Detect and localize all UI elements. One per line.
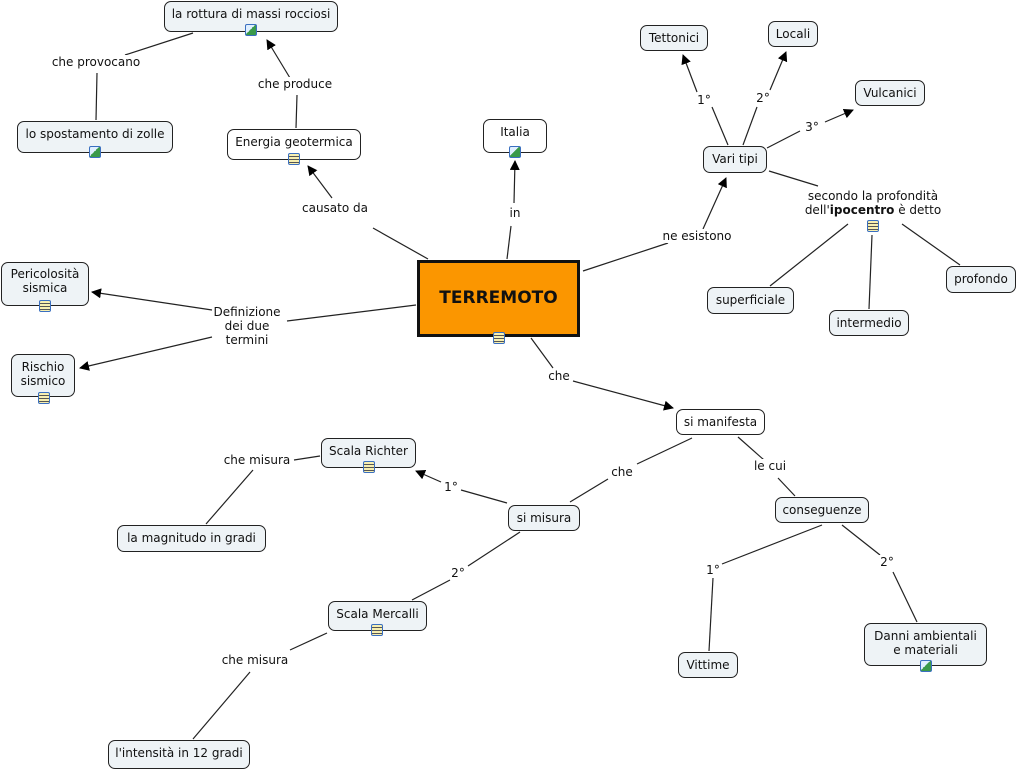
node-label: Italia [500,125,530,139]
node-superficiale[interactable]: superficiale [707,287,794,314]
node-si-misura[interactable]: si misura [508,505,580,531]
node-vari-tipi[interactable]: Vari tipi [703,146,767,173]
node-label: sismico [20,374,66,388]
link-label-line: dell'ipocentro è detto [805,203,941,217]
node-label: e materiali [893,643,958,657]
node-conseguenze[interactable]: conseguenze [775,497,869,523]
node-label: Locali [775,27,811,41]
document-icon[interactable] [363,461,375,473]
node-vulcanici[interactable]: Vulcanici [855,80,925,106]
node-label: si misura [516,511,572,525]
node-tettonici[interactable]: Tettonici [640,25,708,51]
node-terremoto[interactable]: TERREMOTO [417,260,580,337]
link-label: 1° [443,480,459,494]
node-label: Vittime [686,658,730,672]
text: è detto [894,203,942,217]
node-profondo[interactable]: profondo [946,266,1016,293]
node-label: Scala Richter [329,444,408,458]
node-label: la rottura di massi rocciosi [171,7,331,21]
link-label: ne esistono [661,229,733,243]
document-icon[interactable] [288,153,300,165]
node-label: TERREMOTO [439,288,558,308]
node-label: Pericolosità [10,267,80,281]
node-label: Energia geotermica [235,135,353,149]
document-icon[interactable] [38,392,50,404]
link-label: 3° [804,120,820,134]
link-label: 2° [879,555,895,569]
node-vittime[interactable]: Vittime [678,652,738,678]
node-intensita[interactable]: l'intensità in 12 gradi [108,740,250,769]
image-icon[interactable] [245,24,257,36]
image-icon[interactable] [509,146,521,158]
node-si-manifesta[interactable]: si manifesta [676,409,765,435]
link-label-line: Definizione [213,305,281,319]
bold-text: ipocentro [829,203,895,217]
node-label: l'intensità in 12 gradi [115,746,243,760]
document-icon[interactable] [493,332,505,344]
image-icon[interactable] [920,660,932,672]
node-italia[interactable]: Italia [483,119,547,153]
document-icon[interactable] [867,220,879,232]
node-spostamento[interactable]: lo spostamento di zolle [17,121,173,153]
node-label: superficiale [715,293,786,307]
link-label-line: termini [225,333,269,347]
image-icon[interactable] [89,146,101,158]
link-label: che misura [220,653,290,667]
link-label: che [610,465,634,479]
node-locali[interactable]: Locali [768,21,818,47]
link-label-line: dei due [224,319,270,333]
node-label: Tettonici [648,31,700,45]
link-label: 2° [450,566,466,580]
node-label: si manifesta [683,415,758,429]
link-label: in [508,206,522,220]
link-label-line: secondo la profondità [807,189,939,203]
node-scala-mercalli[interactable]: Scala Mercalli [328,601,427,631]
link-label: che misura [222,453,292,467]
link-label: 1° [696,93,712,107]
link-label: che [547,369,571,383]
link-label: causato da [301,201,369,215]
node-label: Danni ambientali [874,629,977,643]
link-label: che produce [256,77,334,91]
link-label: le cui [752,459,788,473]
node-label: Vulcanici [863,86,917,100]
node-label: intermedio [836,316,902,330]
node-label: lo spostamento di zolle [25,127,165,141]
node-label: Rischio [21,360,65,374]
node-label: Scala Mercalli [336,607,419,621]
document-icon[interactable] [371,624,383,636]
node-label: profondo [954,272,1008,286]
node-intermedio[interactable]: intermedio [829,310,909,336]
document-icon[interactable] [39,300,51,312]
node-magnitudo[interactable]: la magnitudo in gradi [117,525,266,552]
link-label: 2° [755,91,771,105]
node-label: conseguenze [782,503,862,517]
link-label: che provocano [50,55,142,69]
node-label: la magnitudo in gradi [127,531,256,545]
text: dell' [804,203,830,217]
node-label: Vari tipi [712,152,758,166]
node-label: sismica [22,281,68,295]
link-label: 1° [705,563,721,577]
